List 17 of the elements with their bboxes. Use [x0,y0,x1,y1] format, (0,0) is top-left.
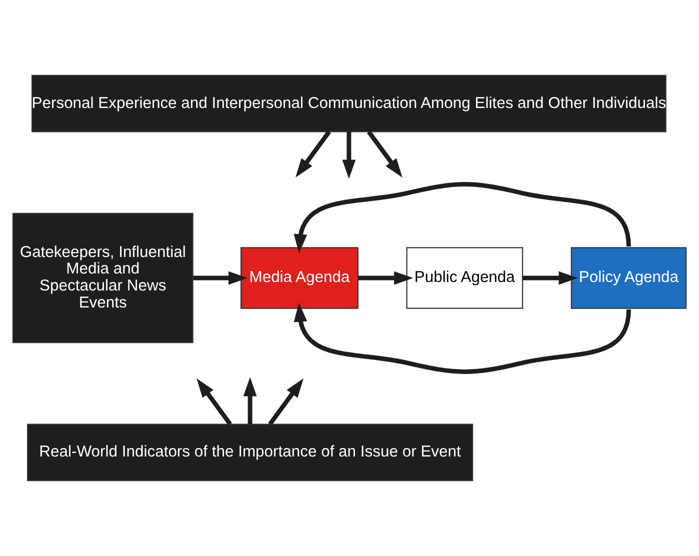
node-box: Policy Agenda [570,247,687,309]
arrow [193,271,248,285]
arrow [268,378,304,426]
arrow [294,182,631,254]
node-box: Real-World Indicators of the Importance of an Issue or Event [27,424,474,482]
arrow [522,271,578,285]
arrow [196,378,232,426]
arrow [243,377,257,424]
node-box: Public Agenda [406,247,524,309]
arrow [294,302,631,374]
arrow [358,271,414,285]
node-box: Gatekeepers, Influential Media and Spectacular News Events [12,212,194,344]
node-box: Media Agenda [240,247,358,309]
arrow [296,130,331,178]
arrow [342,132,356,179]
node-box: Personal Experience and Interpersonal Communication Among Elites and Other Individuals [32,74,666,132]
arrow [366,130,402,178]
